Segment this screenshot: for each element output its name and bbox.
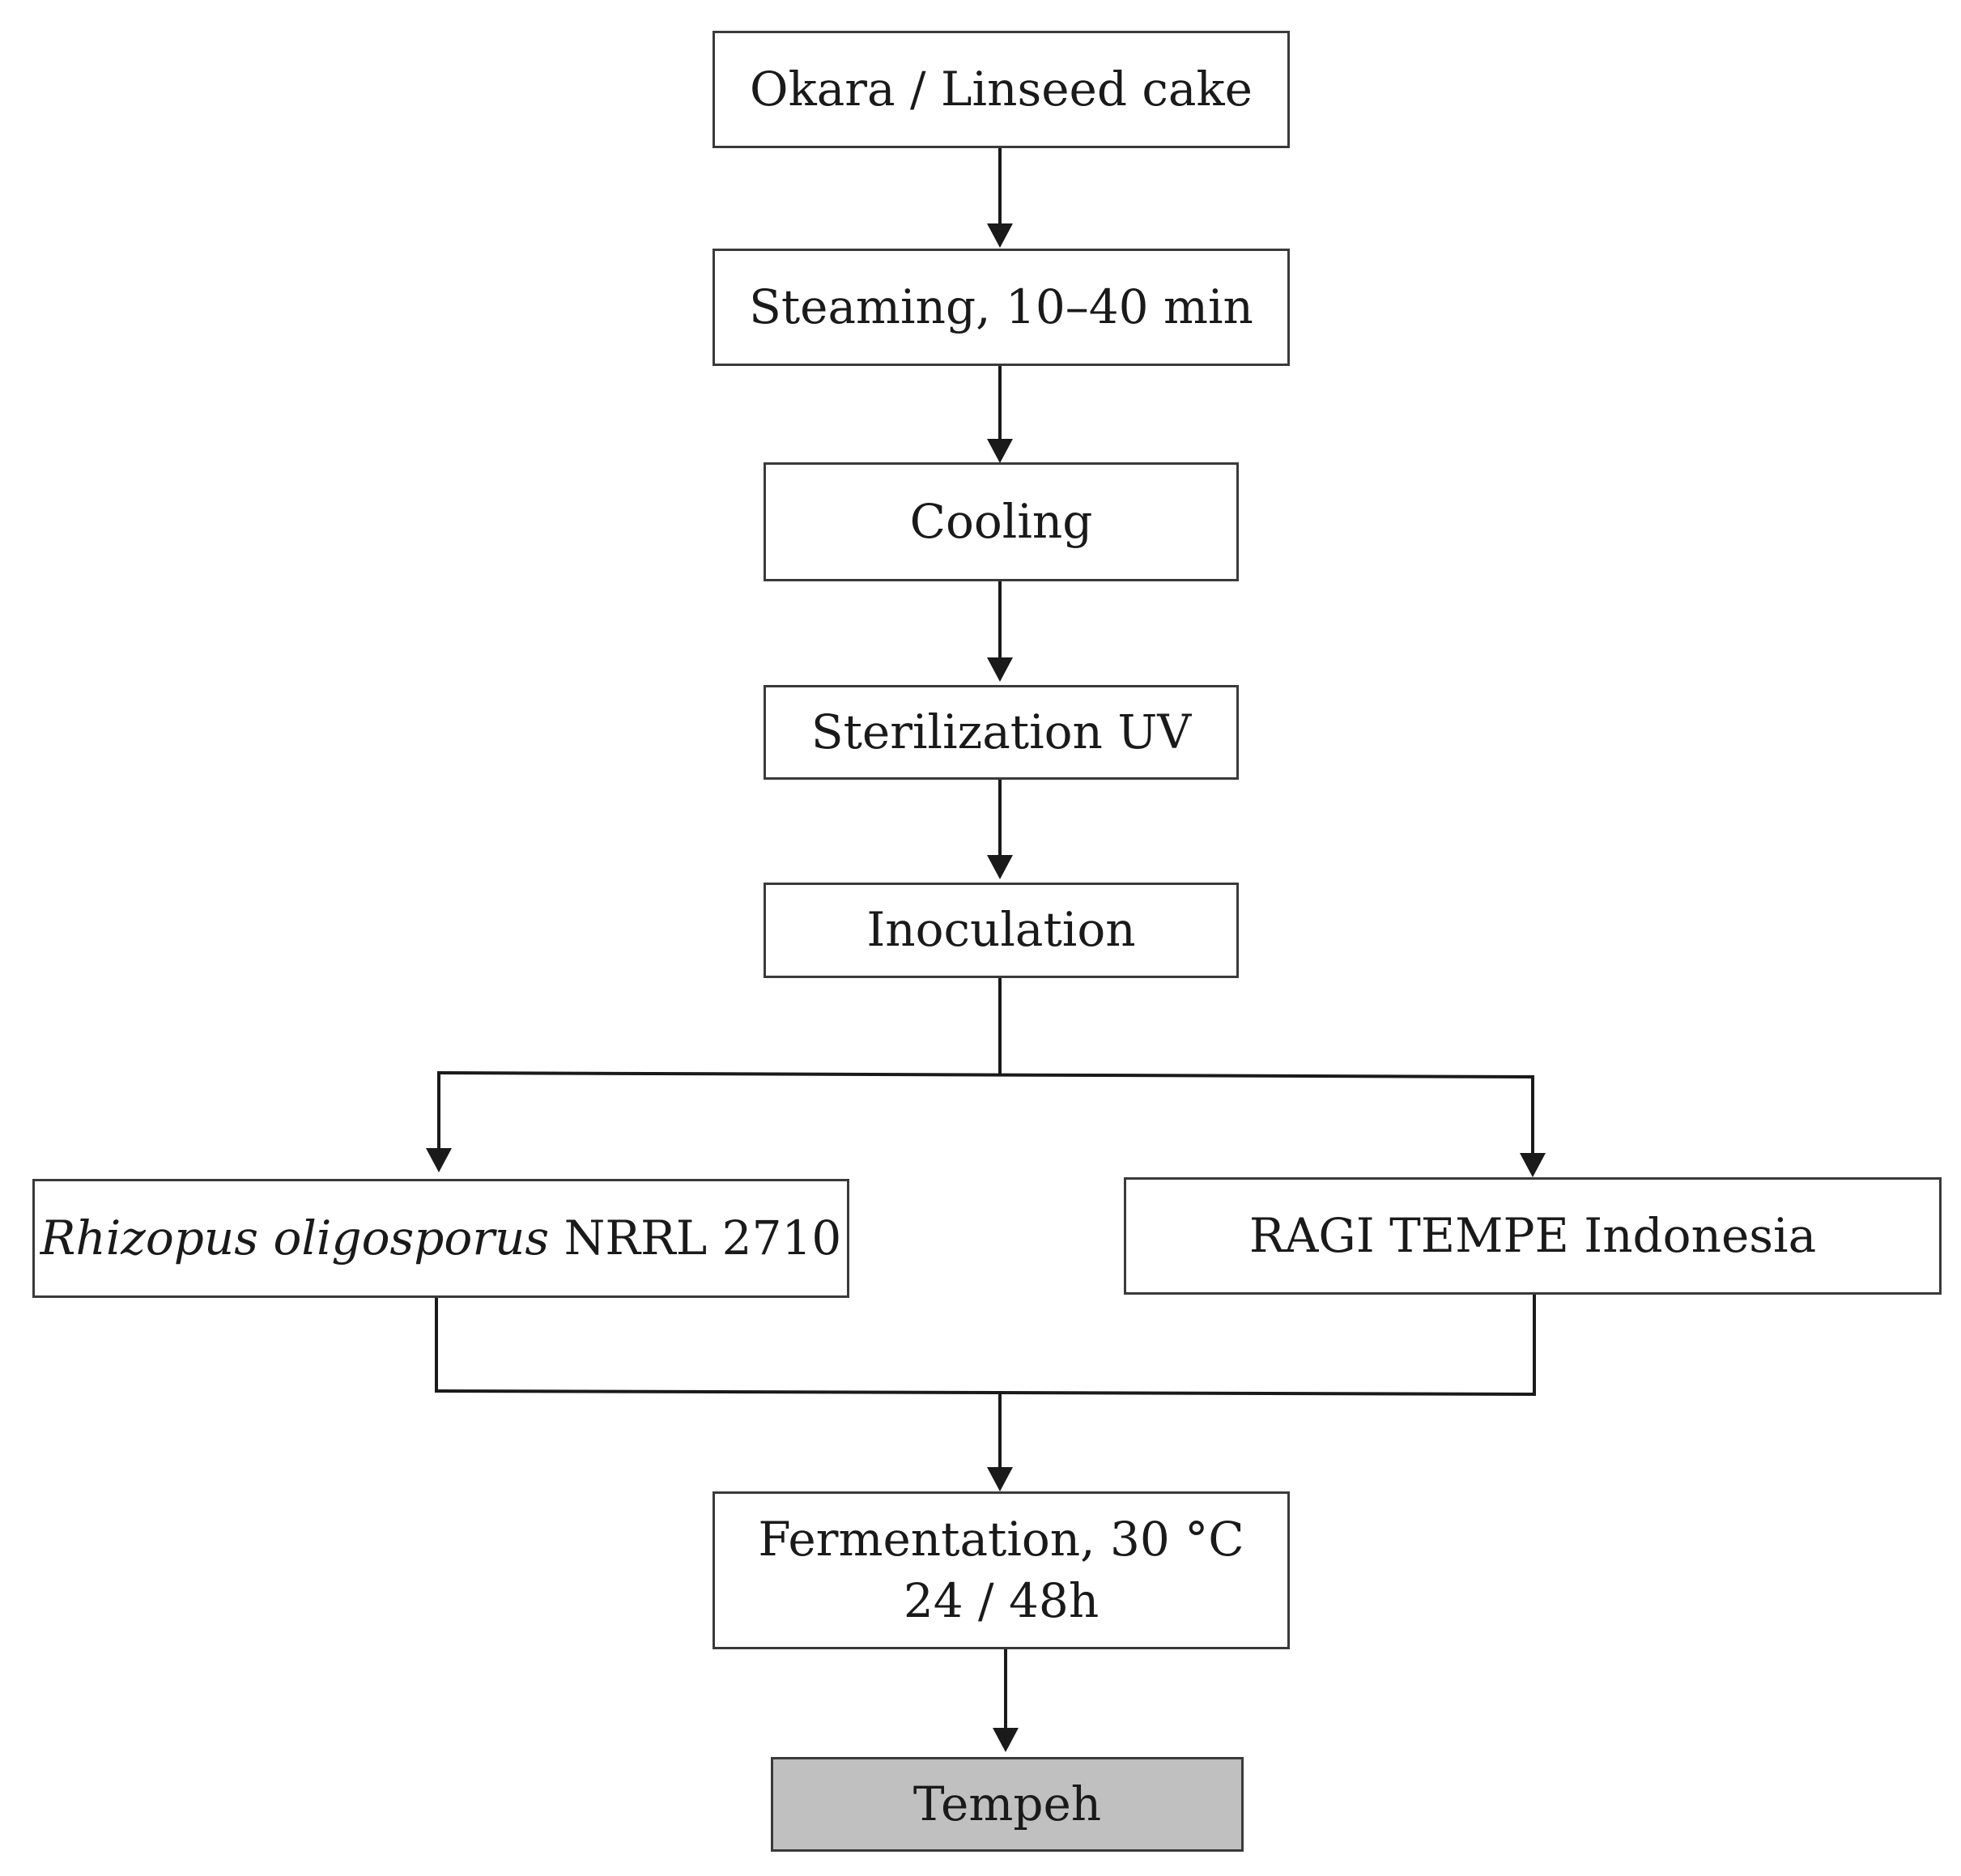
- node-fermentation-line1: Fermentation, 30 °C: [758, 1512, 1244, 1568]
- strain-code: NRRL 2710: [549, 1210, 842, 1266]
- node-sterilization-uv-label: Sterilization UV: [810, 704, 1192, 759]
- node-ragi-tempe-indonesia-label: RAGI TEMPE Indonesia: [1248, 1207, 1817, 1263]
- node-sterilization-uv: Sterilization UV: [764, 685, 1239, 780]
- node-fermentation-line2: 24 / 48h: [903, 1572, 1100, 1628]
- node-steaming-label: Steaming, 10–40 min: [749, 279, 1253, 334]
- node-okara-linseed-cake-label: Okara / Linseed cake: [750, 61, 1253, 117]
- arrowhead-steaming: [987, 223, 1013, 248]
- node-inoculation: Inoculation: [764, 883, 1239, 978]
- merge-horizontal: [434, 1389, 1537, 1397]
- node-inoculation-label: Inoculation: [866, 902, 1136, 958]
- node-ragi-tempe-indonesia: RAGI TEMPE Indonesia: [1124, 1177, 1942, 1295]
- arrowhead-strain-left: [426, 1148, 452, 1172]
- node-fermentation: Fermentation, 30 °C 24 / 48h: [713, 1491, 1290, 1649]
- node-tempeh-label: Tempeh: [912, 1776, 1102, 1831]
- node-okara-linseed-cake: Okara / Linseed cake: [713, 31, 1290, 148]
- node-rhizopus-oligosporus: Rhizopus oligosporus NRRL 2710: [32, 1179, 849, 1298]
- arrowhead-sterilization: [987, 657, 1013, 682]
- species-name-italic: Rhizopus oligosporus: [40, 1210, 550, 1266]
- node-rhizopus-oligosporus-label: Rhizopus oligosporus NRRL 2710: [40, 1208, 842, 1269]
- arrowhead-fermentation: [987, 1467, 1013, 1491]
- arrowhead-inoculation: [987, 855, 1013, 879]
- arrowhead-strain-right: [1520, 1153, 1546, 1177]
- split-horizontal: [436, 1070, 1535, 1079]
- node-cooling: Cooling: [764, 462, 1239, 581]
- node-steaming: Steaming, 10–40 min: [713, 249, 1290, 366]
- node-cooling-label: Cooling: [909, 493, 1093, 549]
- arrowhead-tempeh: [993, 1728, 1019, 1752]
- node-tempeh: Tempeh: [771, 1757, 1244, 1852]
- arrowhead-cooling: [987, 439, 1013, 463]
